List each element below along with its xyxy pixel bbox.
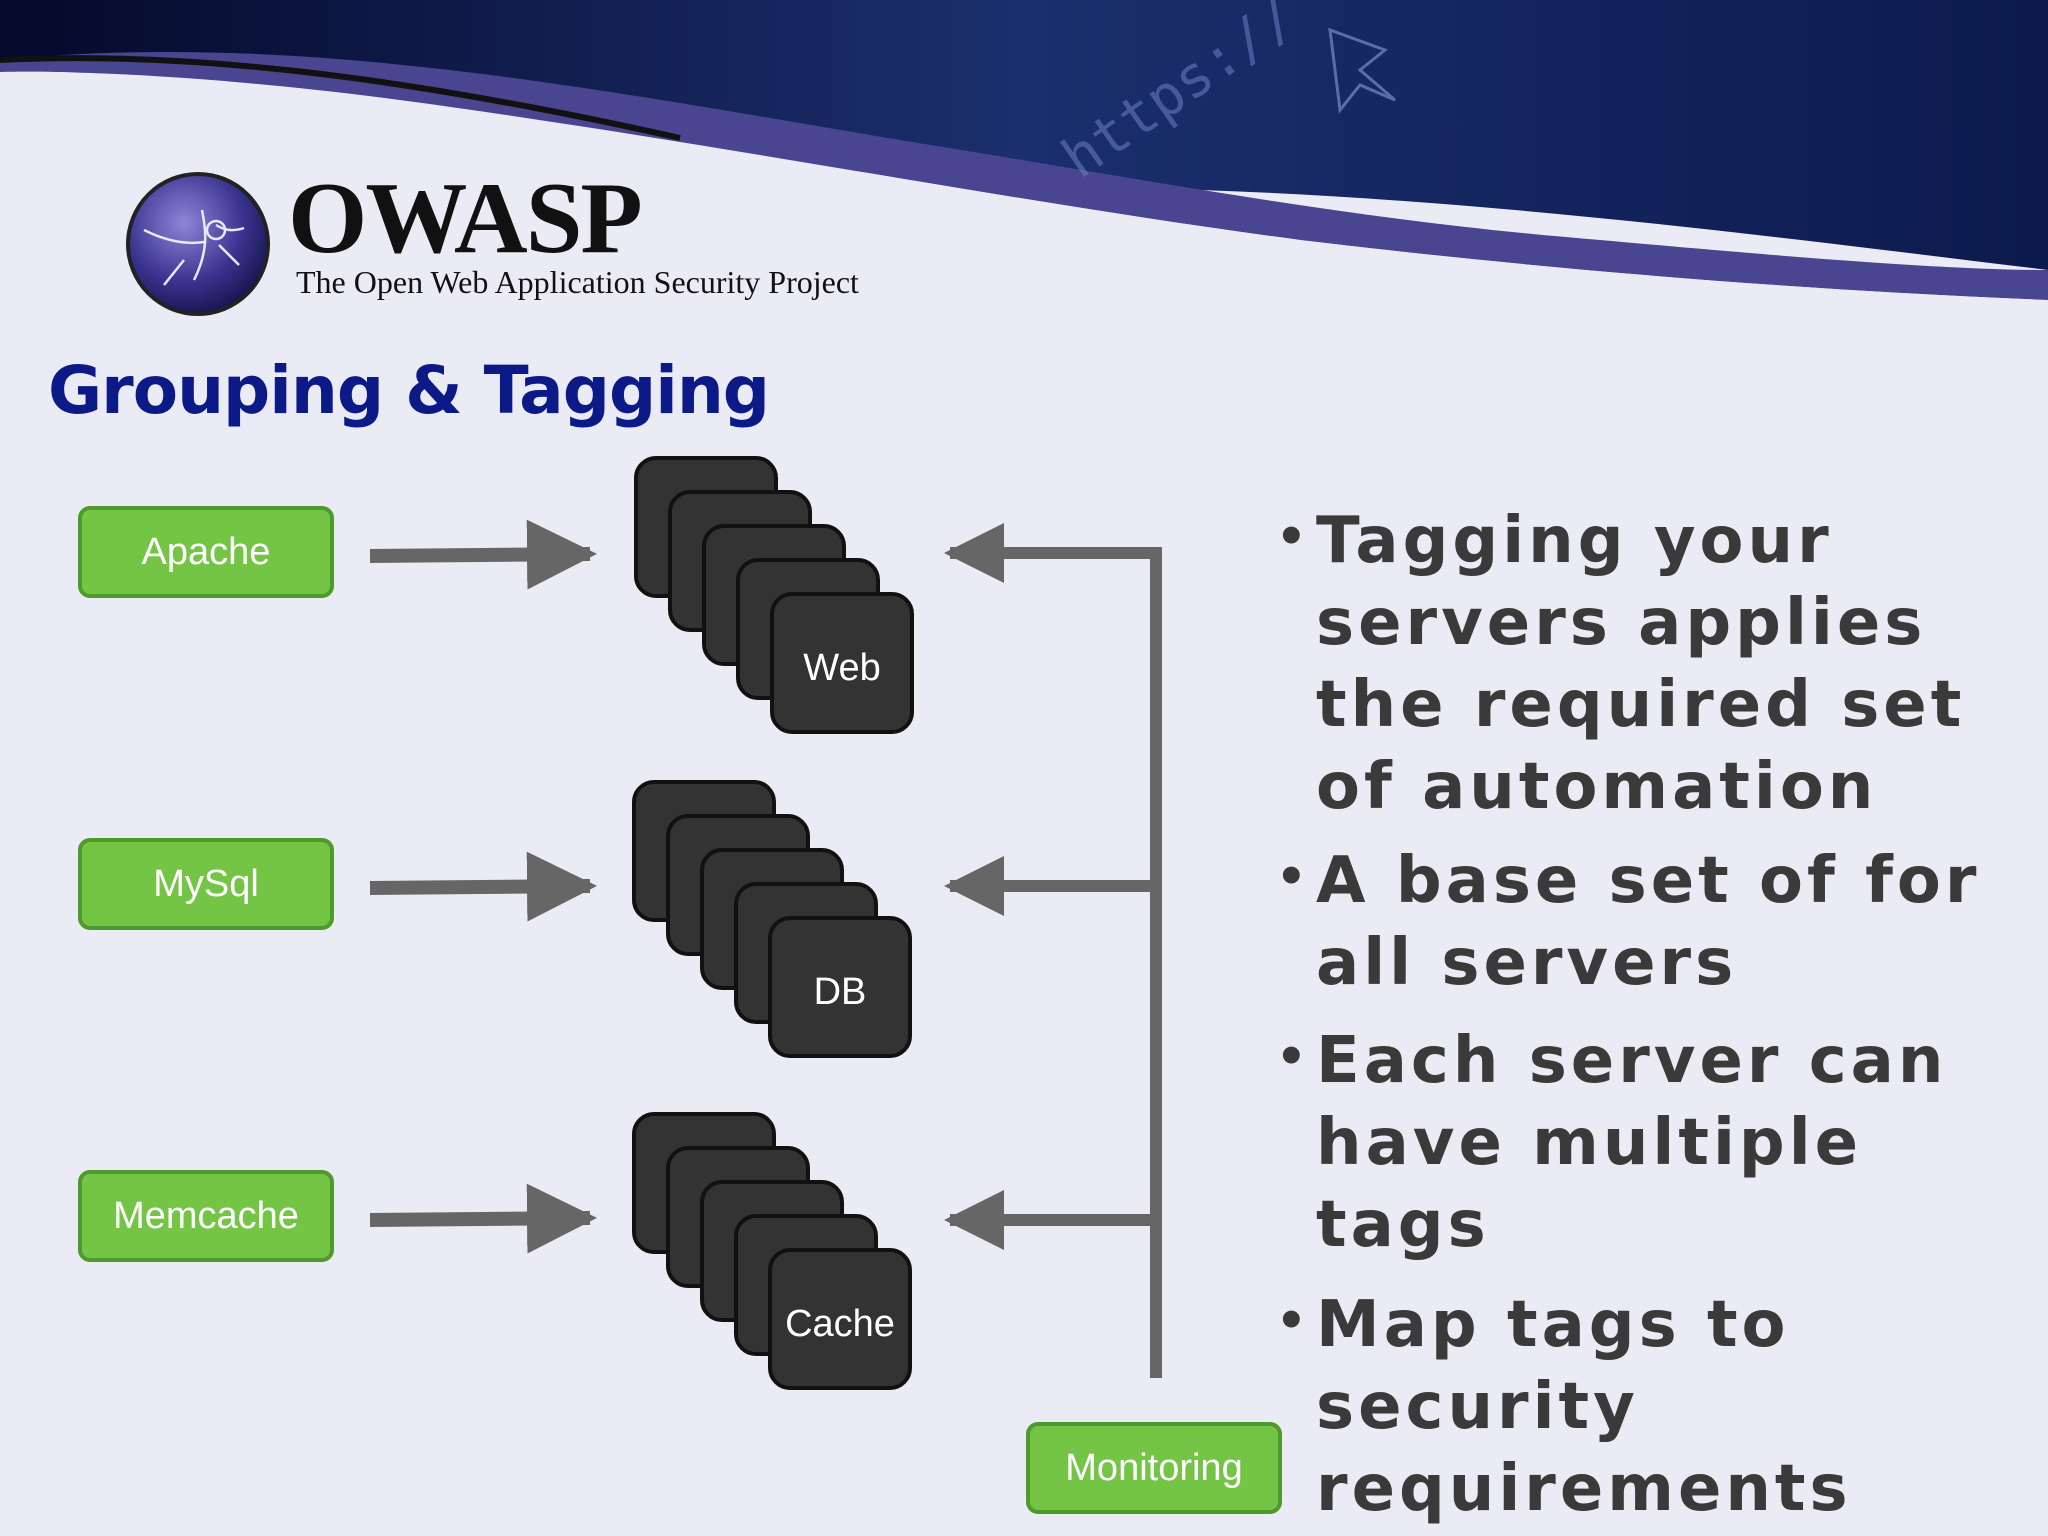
tag-monitoring: Monitoring [1026, 1422, 1282, 1514]
bullet-item: Map tags to security requirements [1276, 1280, 2006, 1530]
monitoring-connector [980, 547, 1162, 1378]
memcache-to-cache-arrow [369, 1183, 597, 1254]
bullet-item: Each server can have multiple tags [1276, 1016, 2006, 1266]
logo-subtitle: The Open Web Application Security Projec… [296, 264, 859, 300]
server-label-cache: Cache [785, 1303, 895, 1345]
bullet-item: A base set of for all servers [1276, 836, 2006, 1004]
tag-mysql: MySql [78, 838, 334, 930]
bullet-item: Tagging your servers applies the require… [1276, 496, 2006, 828]
logo-wordmark: OWASP [288, 162, 643, 275]
server-label-db: DB [814, 971, 867, 1013]
server-stack-web: Web [634, 456, 914, 734]
cursor-arrow-icon [1328, 27, 1396, 114]
apache-to-web-arrow [369, 519, 597, 590]
tag-memcache: Memcache [78, 1170, 334, 1262]
tag-apache: Apache [78, 506, 334, 598]
owasp-logo-icon [126, 172, 270, 316]
server-stack-db: DB [632, 780, 912, 1058]
header-banner: https:// [0, 0, 2048, 360]
server-stack-cache: Cache [632, 1112, 912, 1390]
slide-title: Grouping & Tagging [48, 352, 770, 429]
mysql-to-db-arrow [369, 851, 597, 922]
server-label-web: Web [803, 647, 880, 689]
